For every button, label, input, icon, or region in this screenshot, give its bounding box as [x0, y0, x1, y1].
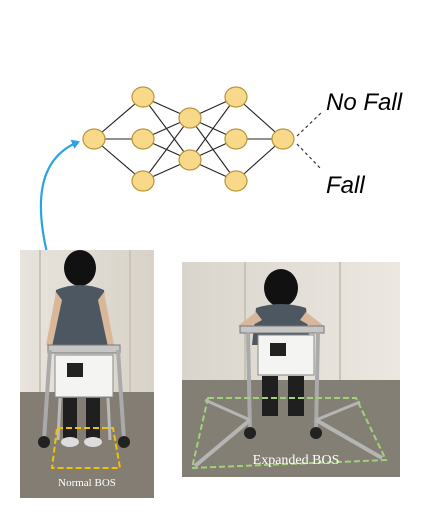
- photo-expanded-bos: Expanded BOS: [182, 262, 400, 477]
- network-edge: [189, 96, 237, 161]
- network-node-l1-n2: [131, 170, 155, 192]
- network-node-l3-n0: [224, 86, 248, 108]
- network-node-l4-n0: [271, 128, 295, 150]
- network-nodes: [82, 86, 295, 192]
- normal-bos-caption: Normal BOS: [58, 477, 116, 489]
- network-node-l1-n1: [131, 128, 155, 150]
- expanded-bos-caption: Expanded BOS: [253, 453, 340, 468]
- network-edge: [142, 117, 191, 182]
- network-node-l1-n0: [131, 86, 155, 108]
- output-label-fall: Fall: [326, 172, 365, 199]
- network-node-l3-n1: [224, 128, 248, 150]
- output-line-no-fall: [296, 111, 323, 137]
- network-node-l2-n1: [178, 149, 202, 171]
- photo-normal-bos: Normal BOS: [20, 250, 154, 498]
- output-label-no-fall: No Fall: [326, 89, 403, 116]
- network-node-l2-n0: [178, 107, 202, 129]
- network-node-l3-n2: [224, 170, 248, 192]
- expanded-bos-outline: [190, 397, 388, 470]
- network-node-l0-n0: [82, 128, 106, 150]
- normal-bos-outline: [50, 427, 122, 469]
- output-line-fall: [296, 143, 323, 171]
